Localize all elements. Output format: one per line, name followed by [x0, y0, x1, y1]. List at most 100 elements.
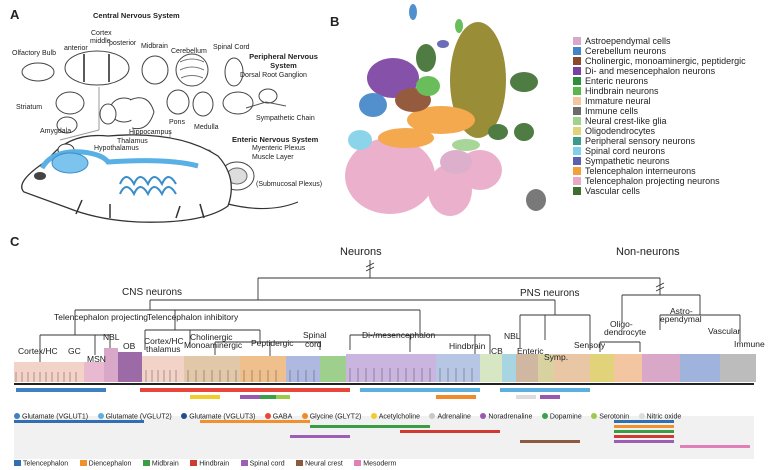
- legend-item: Cerebellum neurons: [573, 46, 666, 56]
- nt-label: Dopamine: [549, 413, 582, 420]
- label-neurons: Neurons: [340, 246, 382, 258]
- label-vascular: Vascular: [708, 326, 741, 336]
- legend-item: Immature neural: [573, 96, 651, 106]
- label-thalamus: Thalamus: [117, 138, 148, 145]
- nt-dot: [591, 412, 598, 419]
- region-item: Neural crest: [296, 459, 343, 467]
- legend-item: Neural crest-like glia: [573, 116, 667, 126]
- nt-dot: [14, 412, 20, 419]
- label-olfactory-bulb: Olfactory Bulb: [12, 50, 56, 57]
- legend-swatch: [573, 87, 581, 95]
- panel-a-letter: A: [10, 7, 20, 22]
- nt-label: Adrenaline: [437, 413, 471, 420]
- legend-item: Vascular cells: [573, 186, 640, 196]
- neurotransmitter-legend: Glutamate (VGLUT1) Glutamate (VGLUT2) Gl…: [14, 405, 770, 423]
- label-cholinergic: Cholinergic: [190, 332, 233, 342]
- panel-c-letter: C: [10, 234, 20, 249]
- nt-label: Glutamate (VGLUT3): [189, 413, 256, 420]
- legend-label: Telencephalon interneurons: [585, 166, 696, 176]
- region-label: Spinal cord: [249, 460, 285, 467]
- region-item: Midbrain: [142, 459, 179, 467]
- legend-label: Oligodendrocytes: [585, 126, 656, 136]
- legend-swatch: [573, 127, 581, 135]
- legend-label: Telencephalon projecting neurons: [585, 176, 720, 186]
- label-peptidergic: Peptidergic: [251, 338, 294, 348]
- label-muscle-layer: Muscle Layer: [252, 154, 294, 161]
- legend-swatch: [573, 177, 581, 185]
- label-nbl-2: NBL: [504, 331, 521, 341]
- label-ob: OB: [123, 341, 136, 351]
- label-monoaminergic: Monoaminergic: [184, 340, 243, 350]
- legend-item: Enteric neurons: [573, 76, 648, 86]
- nt-label: Glutamate (VGLUT1): [22, 413, 89, 420]
- label-gc: GC: [68, 346, 81, 356]
- legend-swatch: [573, 67, 581, 75]
- label-cord: cord: [305, 339, 322, 349]
- label-oligo: Oligo-: [610, 319, 633, 329]
- label-cerebellum: Cerebellum: [171, 48, 207, 55]
- label-submucosal: (Submucosal Plexus): [256, 181, 323, 188]
- legend-swatch: [573, 187, 581, 195]
- legend-item: Cholinergic, monoaminergic, peptidergic: [573, 56, 746, 66]
- legend-label: Cerebellum neurons: [585, 46, 667, 56]
- legend-label: Enteric neurons: [585, 76, 649, 86]
- nt-item: Acetylcholine: [370, 412, 420, 420]
- label-dendrocyte: dendrocyte: [604, 327, 647, 337]
- legend-swatch: [573, 137, 581, 145]
- nt-item: Adrenaline: [429, 412, 471, 420]
- region-item: Spinal cord: [240, 459, 285, 467]
- nt-item: Dopamine: [541, 412, 582, 420]
- nt-dot: [264, 412, 271, 419]
- legend-item: Spinal cord neurons: [573, 146, 665, 156]
- region-item: Telencephalon: [14, 459, 68, 467]
- label-msn: MSN: [87, 354, 106, 364]
- region-label: Hindbrain: [199, 460, 230, 467]
- cns-title: Central Nervous System: [93, 11, 180, 20]
- nt-dot: [181, 412, 188, 419]
- label-tel-inhibitory: Telencephalon inhibitory: [147, 312, 239, 322]
- pns-title: Peripheral Nervous System: [249, 52, 318, 70]
- legend-swatch: [573, 47, 581, 55]
- legend-swatch: [573, 117, 581, 125]
- nt-dot: [97, 412, 104, 419]
- legend-swatch: [573, 147, 581, 155]
- ens-title: Enteric Nervous System: [232, 135, 319, 144]
- label-di-mes: Di-/mesencephalon: [362, 330, 436, 340]
- label-sympathetic-chain: Sympathetic Chain: [256, 115, 315, 122]
- region-item: Diencephalon: [79, 459, 131, 467]
- legend-label: Cholinergic, monoaminergic, peptidergic: [585, 56, 746, 66]
- nt-item: Glutamate (VGLUT3): [181, 412, 256, 420]
- label-drg: Dorsal Root Ganglion: [240, 72, 307, 79]
- legend-label: Spinal cord neurons: [585, 146, 666, 156]
- nt-dot: [480, 412, 487, 419]
- label-hindbrain: Hindbrain: [449, 341, 486, 351]
- nt-label: Serotonin: [599, 413, 630, 420]
- label-pons: Pons: [169, 119, 185, 126]
- legend-label: Astroependymal cells: [585, 36, 671, 46]
- label-thalamus: thalamus: [146, 344, 181, 354]
- legend-swatch: [573, 57, 581, 65]
- legend-label: Sympathetic neurons: [585, 156, 670, 166]
- legend-item: Di- and mesencephalon neurons: [573, 66, 715, 76]
- label-cb: CB: [491, 346, 503, 356]
- region-item: Mesoderm: [354, 459, 396, 467]
- legend-label: Peripheral sensory neurons: [585, 136, 696, 146]
- region-item: Hindbrain: [190, 459, 230, 467]
- label-sensory: Sensory: [574, 340, 606, 350]
- panel-a-illustration: [21, 50, 299, 223]
- nt-item: Noradrenaline: [480, 412, 532, 420]
- label-medulla: Medulla: [194, 124, 219, 131]
- taxonomy-dendrogram: [14, 260, 756, 459]
- nt-dot: [541, 412, 548, 419]
- label-middle: middle: [90, 38, 111, 45]
- label-spinal-cord: Spinal Cord: [213, 44, 250, 51]
- label-tel-projecting: Telencephalon projecting: [54, 312, 149, 322]
- legend-label: Vascular cells: [585, 186, 640, 196]
- legend-swatch: [573, 37, 581, 45]
- nt-item: Serotonin: [591, 412, 630, 420]
- label-cortex-hc-1: Cortex/HC: [18, 346, 58, 356]
- legend-label: Hindbrain neurons: [585, 86, 659, 96]
- nt-label: Nitric oxide: [646, 413, 682, 420]
- legend-swatch: [573, 77, 581, 85]
- legend-label: Immature neural: [585, 96, 651, 106]
